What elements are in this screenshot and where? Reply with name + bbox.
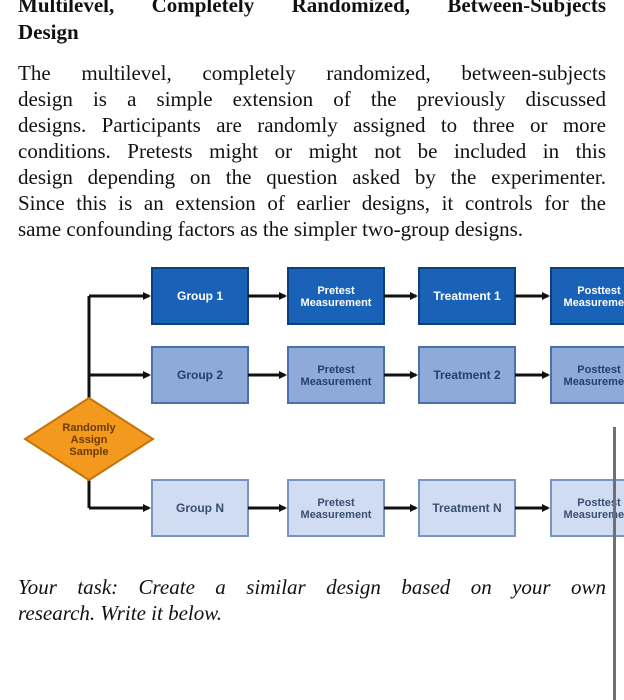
page-edge-line [613,427,616,700]
pretest-box [287,267,385,325]
task-line-2: research. Write it below. [18,601,222,625]
treatment-box [418,346,516,404]
body-paragraph: The multilevel, completely randomized, b… [18,60,606,242]
posttest-box [550,267,624,325]
decision-label: Sample [69,446,108,458]
group-box-label: Group N [176,501,224,515]
paragraph-line: same confounding factors as the simpler … [18,217,524,241]
decision-label: Assign [71,434,108,446]
heading-line-2: Design [18,20,79,44]
group-box [151,346,249,404]
posttest-box-label: Measurement [564,297,624,309]
posttest-box-label: Measurement [564,509,624,521]
group-box [151,267,249,325]
posttest-box-label: Posttest [577,497,621,509]
treatment-box-label: Treatment 1 [433,289,501,303]
pretest-box-label: Measurement [301,376,372,388]
treatment-box [418,479,516,537]
heading-line-1: Multilevel, Completely Randomized, Betwe… [18,0,606,17]
posttest-box [550,479,624,537]
pretest-box-label: Measurement [301,509,372,521]
pretest-box-label: Pretest [317,497,355,509]
section-heading: Multilevel, Completely Randomized, Betwe… [18,0,606,46]
group-box-label: Group 1 [177,289,223,303]
paragraph-line: design is a simple extension of the prev… [18,87,606,111]
task-line-1: Your task: Create a similar design based… [18,575,606,599]
paragraph-line: designs. Participants are randomly assig… [18,113,606,137]
paragraph-line: The multilevel, completely randomized, b… [18,61,606,85]
posttest-box-label: Measurement [564,376,624,388]
paragraph-line: conditions. Pretests might or might not … [18,139,606,163]
decision-label: Randomly [62,422,116,434]
posttest-box [550,346,624,404]
pretest-box [287,479,385,537]
treatment-box-label: Treatment 2 [433,368,501,382]
paragraph-line: Since this is an extension of earlier de… [18,191,606,215]
posttest-box-label: Posttest [577,364,621,376]
pretest-box-label: Measurement [301,297,372,309]
posttest-box-label: Posttest [577,285,621,297]
group-box-label: Group 2 [177,368,223,382]
pretest-box [287,346,385,404]
randomize-decision-diamond [23,396,155,482]
treatment-box [418,267,516,325]
group-box [151,479,249,537]
treatment-box-label: Treatment N [432,501,501,515]
pretest-box-label: Pretest [317,285,355,297]
task-prompt: Your task: Create a similar design based… [18,574,606,626]
pretest-box-label: Pretest [317,364,355,376]
paragraph-line: design depending on the question asked b… [18,165,606,189]
